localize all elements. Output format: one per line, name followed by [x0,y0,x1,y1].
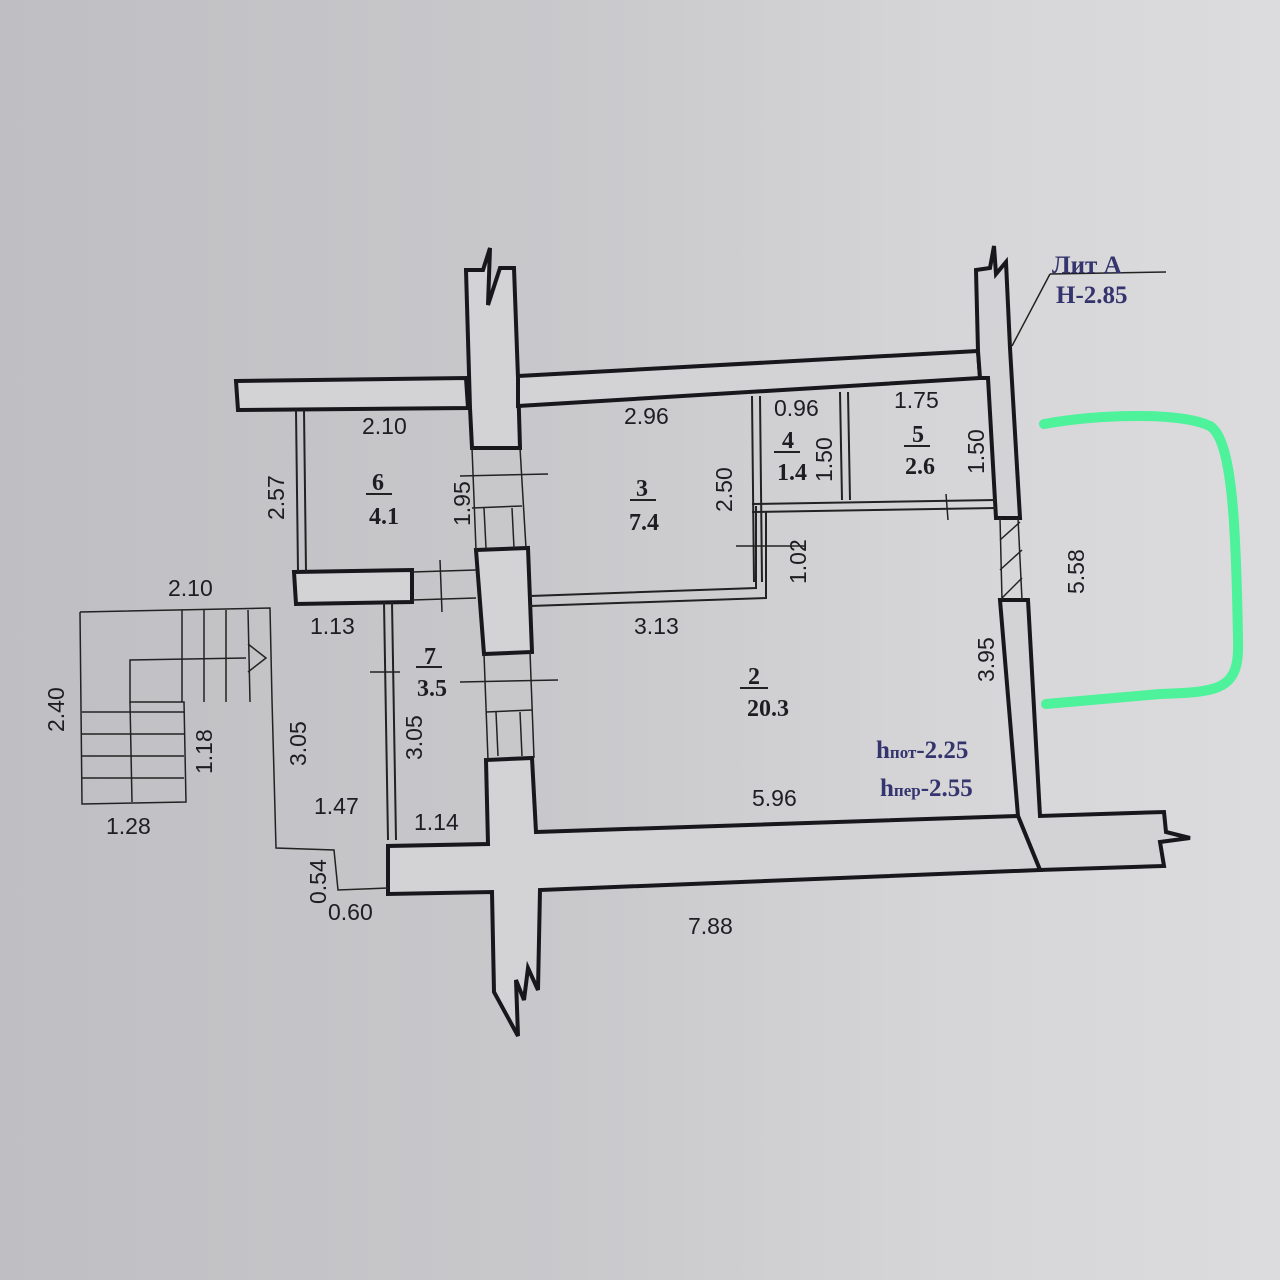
door-mid-hatch-b [483,507,487,549]
stair-outline [79,607,389,891]
dim-1-75: 1.75 [894,387,939,413]
wall-stub-top-right [973,245,1023,520]
dim-1-50-a: 1.50 [811,437,837,482]
line-threshold-b [411,597,477,601]
room-7-number: 7 [424,644,436,670]
dim-0-60: 0.60 [328,899,373,925]
wall-top-left [233,375,471,413]
dim-1-47: 1.47 [314,793,359,819]
door-right-b [1017,517,1023,601]
room-3-area: 7.4 [629,510,659,536]
height-label: H-2.85 [1056,282,1128,309]
room-2-number: 2 [748,664,760,690]
dim-2-10-top: 2.10 [362,413,407,439]
dim-2-96: 2.96 [624,403,669,429]
dim-2-57: 2.57 [263,475,289,520]
door-mid-hatch-c [511,507,515,549]
dim-1-18: 1.18 [191,729,217,774]
tick-1 [459,473,549,477]
line-room3-bottom-b [529,512,767,607]
highlight-bracket [1039,411,1244,709]
dim-3-05-b: 3.05 [401,715,427,760]
door-low-a [483,653,489,761]
dim-3-13: 3.13 [634,613,679,639]
dim-3-95: 3.95 [973,637,999,682]
line-threshold-a [411,569,477,573]
floor-height-label: hпер-2.55 [880,775,973,802]
line-room7-left-a [383,601,389,841]
dim-1-02: 1.02 [785,539,811,584]
door-low-hatch-a [485,709,533,713]
door-low-hatch-b [495,711,499,757]
door-right-hatch-1 [999,521,1021,541]
room-5-area: 2.6 [905,454,935,480]
door-low-b [529,651,535,759]
dim-5-96: 5.96 [752,785,797,811]
dim-7-88: 7.88 [688,913,733,939]
line-room6-left-a [295,409,299,573]
line-room4-left-a [751,395,755,583]
stair-tread-4 [247,609,251,703]
leader-lit-a-underline [1049,271,1167,275]
line-under-room45-b [751,507,997,513]
line-room7-left-b [391,601,397,841]
dim-2-10-stair: 2.10 [168,575,213,601]
door-right-hatch-2 [999,549,1023,571]
room-4-area: 1.4 [777,460,807,486]
wall-bottom [386,755,1043,1037]
lit-label: Лит А [1052,252,1122,279]
ceiling-height-label: hпот-2.25 [876,737,968,764]
line-room3-bottom-a [529,506,757,597]
dim-5-58: 5.58 [1063,549,1089,594]
door-right-hatch-3 [1001,577,1023,599]
dim-2-40: 2.40 [43,687,69,732]
wall-column-middle [473,545,535,657]
tick-5 [945,493,949,521]
stair-arrow-icon [247,643,268,673]
room-4-number: 4 [782,428,794,454]
line-room4-left-b [759,395,763,583]
dim-1-14: 1.14 [414,809,459,835]
dim-1-50-b: 1.50 [963,429,989,474]
dim-3-05-a: 3.05 [285,721,311,766]
dim-2-50: 2.50 [711,467,737,512]
line-room4-right-b [847,391,851,501]
stair-inner [79,611,247,805]
door-low-hatch-c [519,711,523,757]
door-mid-left-b [519,447,527,549]
room-7-area: 3.5 [417,676,447,702]
line-room4-right-a [839,391,843,501]
wall-partition-short [291,567,414,607]
door-mid-hatch-a [471,505,523,509]
line-threshold-tick [439,559,443,613]
room-6-area: 4.1 [369,504,399,530]
stair-mid [129,701,133,803]
room-3-number: 3 [636,476,648,502]
door-mid-left-a [471,447,477,551]
room-2-area: 20.3 [747,696,789,722]
tick-2 [459,679,559,683]
wall-right-lower [997,598,1191,873]
dim-0-54: 0.54 [305,859,331,904]
wall-stub-top-left [463,247,523,450]
room-5-number: 5 [912,422,924,448]
leader-lit-a [1011,273,1051,347]
line-room6-left-b [303,409,307,573]
dim-1-28: 1.28 [106,813,151,839]
dim-1-13: 1.13 [310,613,355,639]
door-right-a [999,517,1003,601]
room-6-number: 6 [372,470,384,496]
dim-1-95: 1.95 [449,481,475,526]
dim-0-96: 0.96 [774,395,819,421]
line-under-room45-a [751,499,997,505]
